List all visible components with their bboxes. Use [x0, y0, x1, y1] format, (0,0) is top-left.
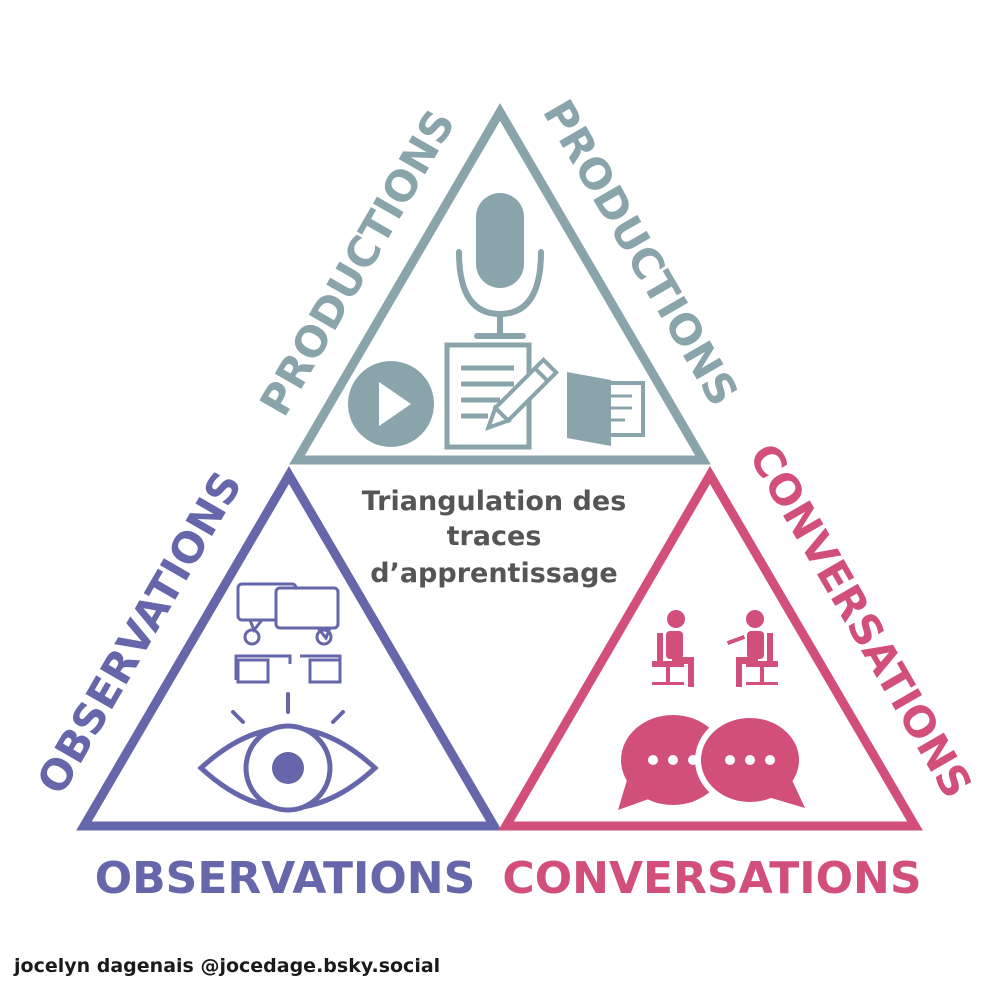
- observations-triangle: [76, 466, 502, 831]
- productions-triangle: [289, 103, 711, 465]
- discussion-icon: [234, 582, 342, 684]
- center-title-line3: d’apprentissage: [370, 558, 617, 589]
- microphone-icon: [456, 193, 544, 339]
- play-icon: [348, 361, 434, 447]
- people-chairs-icon: [652, 610, 778, 687]
- productions-label-left: PRODUCTIONS: [250, 102, 464, 424]
- document-pencil-icon: [444, 342, 560, 450]
- conversations-triangle: [498, 466, 923, 831]
- observations-label-bottom: OBSERVATIONS: [95, 853, 476, 904]
- speech-bubbles-icon: [618, 712, 805, 810]
- folder-icon: [567, 372, 645, 446]
- eye-icon: [197, 692, 379, 813]
- productions-label-right: PRODUCTIONS: [533, 92, 747, 414]
- author-credit: jocelyn dagenais @jocedage.bsky.social: [14, 955, 441, 977]
- conversations-label-bottom: CONVERSATIONS: [502, 853, 921, 904]
- center-title-line2: traces: [447, 521, 542, 552]
- center-title-line1: Triangulation des: [362, 486, 627, 517]
